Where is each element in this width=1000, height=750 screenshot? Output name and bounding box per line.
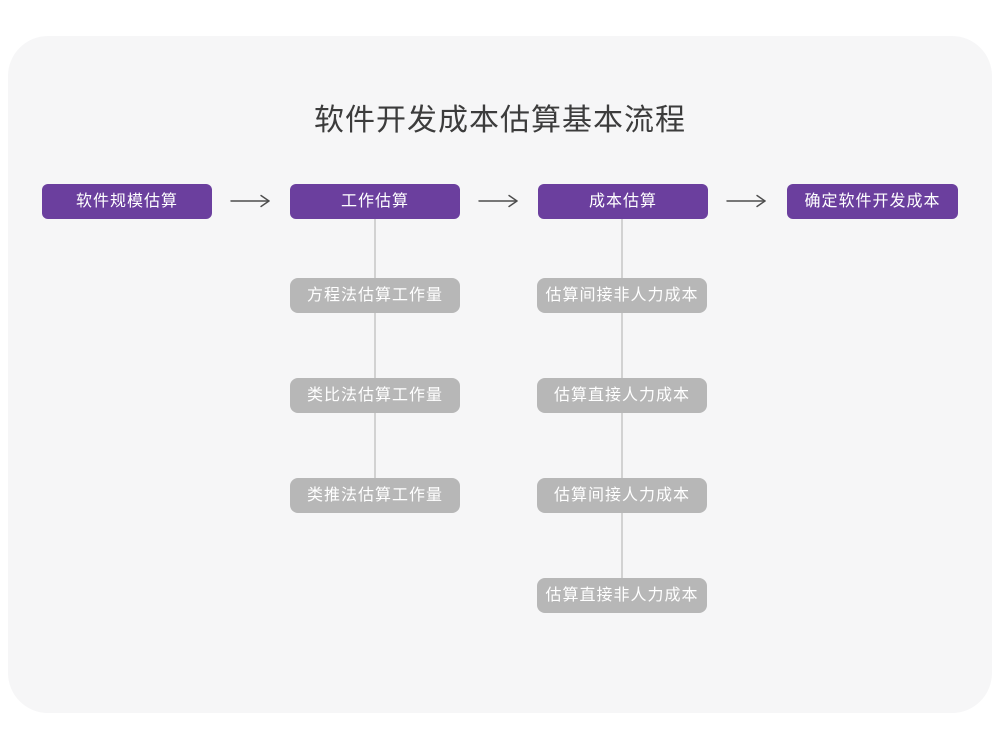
sub-equation-method-effort: 方程法估算工作量 [290, 278, 460, 313]
sub-extrapolation-method-effort: 类推法估算工作量 [290, 478, 460, 513]
sub-indirect-labor-cost: 估算间接人力成本 [537, 478, 707, 513]
stage-cost-estimation: 成本估算 [538, 184, 708, 219]
flowchart-card [8, 36, 992, 713]
sub-analogy-method-effort: 类比法估算工作量 [290, 378, 460, 413]
stage-determine-software-development-cost: 确定软件开发成本 [787, 184, 958, 219]
arrow-right-icon [478, 194, 518, 208]
arrow-right-icon [726, 194, 766, 208]
connector-line-effort-column [374, 219, 376, 496]
stage-effort-estimation: 工作估算 [290, 184, 460, 219]
arrow-right-icon [230, 194, 270, 208]
sub-direct-labor-cost: 估算直接人力成本 [537, 378, 707, 413]
sub-direct-non-labor-cost: 估算直接非人力成本 [537, 578, 707, 613]
page-title: 软件开发成本估算基本流程 [314, 104, 686, 137]
stage-software-size-estimation: 软件规模估算 [42, 184, 212, 219]
sub-indirect-non-labor-cost: 估算间接非人力成本 [537, 278, 707, 313]
